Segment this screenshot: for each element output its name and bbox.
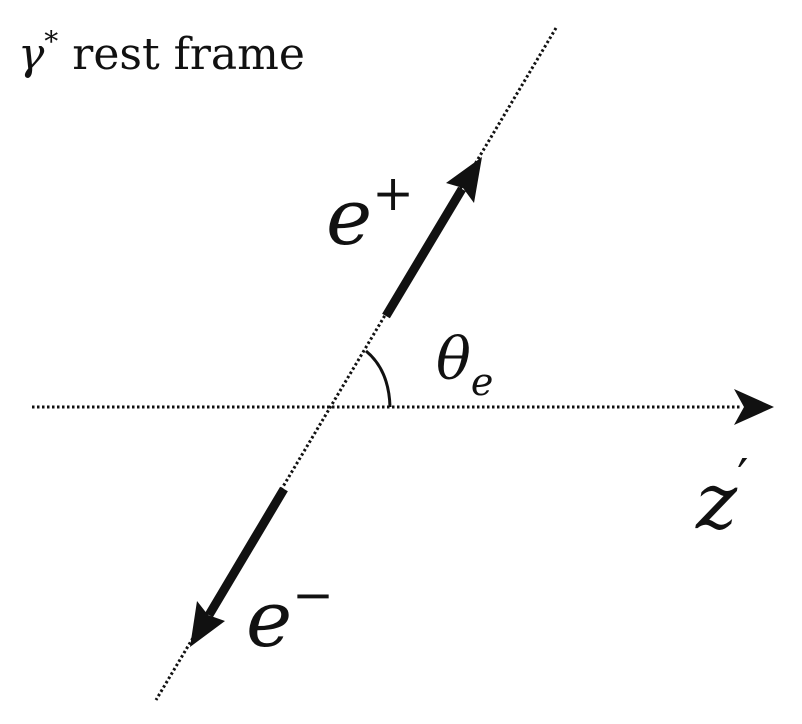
gamma-star-superscript: * bbox=[44, 25, 59, 58]
theta-symbol: θ bbox=[436, 325, 471, 393]
electron-label: e− bbox=[246, 570, 334, 659]
electron-label-base: e bbox=[246, 575, 293, 665]
electron-charge: − bbox=[292, 566, 335, 624]
z-prime-axis-arrowhead bbox=[734, 389, 774, 425]
positron-momentum-shaft bbox=[382, 186, 466, 319]
positron-charge: + bbox=[372, 164, 415, 222]
frame-title-text: rest frame bbox=[72, 29, 305, 80]
z-prime-mark: ′ bbox=[737, 448, 749, 506]
theta-e-label: θe bbox=[436, 330, 493, 401]
frame-title: γ* rest frame bbox=[18, 28, 305, 77]
electron-momentum-arrowhead bbox=[190, 601, 225, 647]
z-prime-label: z′ bbox=[696, 452, 748, 541]
positron-label: e+ bbox=[326, 168, 414, 257]
theta-subscript: e bbox=[470, 360, 494, 404]
z-prime-base: z bbox=[696, 457, 738, 547]
positron-momentum-arrowhead bbox=[446, 157, 482, 203]
positron-label-base: e bbox=[326, 173, 373, 263]
theta-angle-arc bbox=[365, 349, 392, 408]
electron-momentum-shaft bbox=[205, 486, 288, 618]
gamma-symbol: γ bbox=[18, 29, 45, 80]
